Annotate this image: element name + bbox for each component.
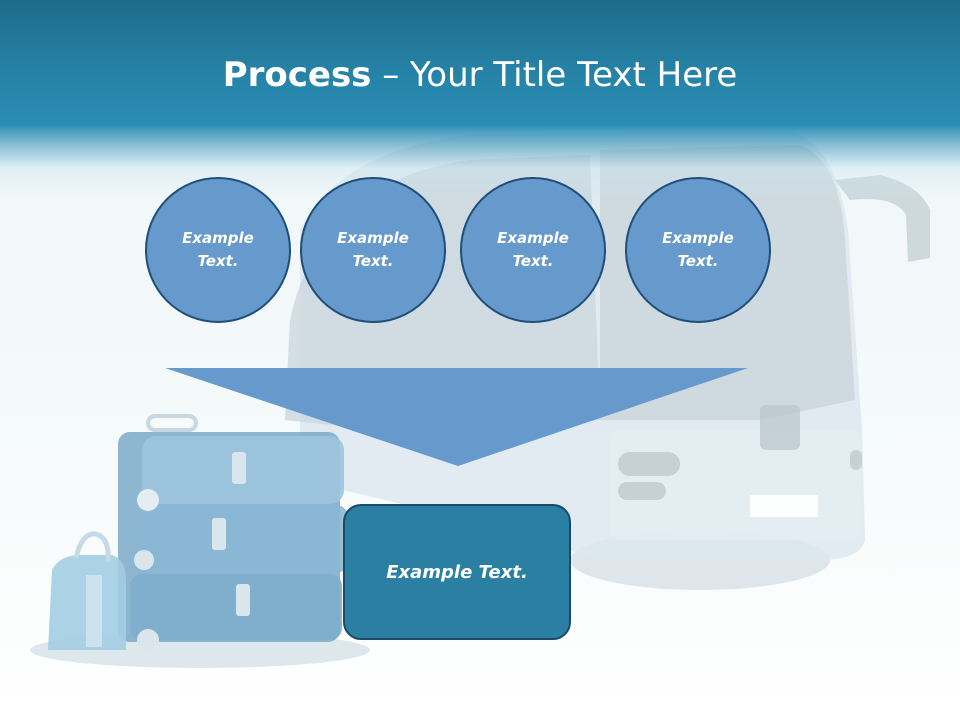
circle-label-line1: Example bbox=[337, 229, 409, 247]
title-bold: Process bbox=[222, 55, 372, 95]
circle-label-line2: Text. bbox=[512, 252, 554, 270]
process-step-circle: Example Text. bbox=[300, 177, 446, 323]
header-band bbox=[0, 0, 960, 200]
circle-label: Example Text. bbox=[337, 227, 409, 273]
process-step-circle: Example Text. bbox=[145, 177, 291, 323]
circle-label: Example Text. bbox=[497, 227, 569, 273]
page-title: Process – Your Title Text Here bbox=[0, 50, 960, 100]
circle-label-line2: Text. bbox=[352, 252, 394, 270]
circle-label-line1: Example bbox=[182, 229, 254, 247]
circle-label: Example Text. bbox=[182, 227, 254, 273]
process-step-circle: Example Text. bbox=[460, 177, 606, 323]
circle-label-line2: Text. bbox=[197, 252, 239, 270]
result-box-label: Example Text. bbox=[386, 561, 528, 583]
circle-label-line1: Example bbox=[497, 229, 569, 247]
title-rest: – Your Title Text Here bbox=[371, 55, 738, 95]
circle-label: Example Text. bbox=[662, 227, 734, 273]
circle-label-line2: Text. bbox=[677, 252, 719, 270]
circle-label-line1: Example bbox=[662, 229, 734, 247]
process-step-circle: Example Text. bbox=[625, 177, 771, 323]
result-box: Example Text. bbox=[343, 504, 571, 640]
